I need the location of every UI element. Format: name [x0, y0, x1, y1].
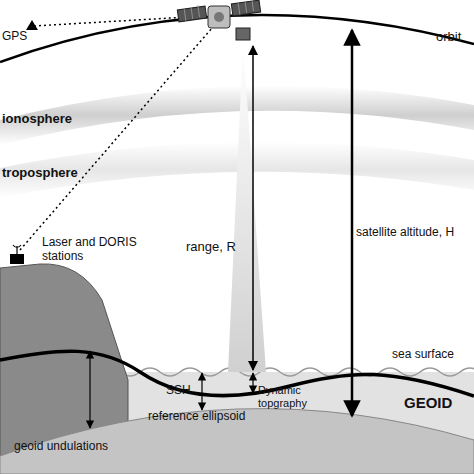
ionosphere-band	[0, 86, 474, 145]
surface-label: reference ellipsoid	[148, 410, 245, 424]
altimetry-satellite	[177, 0, 260, 40]
measure-label: range, R	[186, 240, 236, 255]
undulation-arrow	[89, 351, 90, 428]
measure-label: SSH	[166, 384, 191, 398]
surface-label: GEOID	[404, 394, 452, 411]
station-label: Laser and DORIS stations	[42, 236, 138, 264]
gps-symbol	[26, 20, 38, 30]
layer-label: ionosphere	[2, 112, 72, 127]
satellite-label: GPS	[2, 30, 27, 44]
altitude-arrow	[351, 30, 354, 416]
laser-link	[20, 28, 212, 250]
measure-label: Dynamic topgraphy	[258, 384, 320, 409]
measure-label: geoid undulations	[14, 440, 108, 454]
measure-label: satellite altitude, H	[356, 226, 454, 240]
radar-beam	[228, 42, 266, 372]
ssh-arrow	[201, 373, 202, 410]
orbit-arc	[0, 15, 474, 62]
range-arrow	[252, 46, 254, 370]
orbit-label: orbit	[436, 30, 461, 45]
station-antenna	[13, 245, 21, 254]
sea-surface-line	[100, 368, 474, 376]
surface-label: sea surface	[392, 348, 454, 362]
layer-label: troposphere	[2, 166, 78, 181]
ground-station	[10, 254, 24, 264]
dynamic-topography-arrow	[252, 373, 253, 393]
reference-ellipsoid	[0, 409, 474, 474]
